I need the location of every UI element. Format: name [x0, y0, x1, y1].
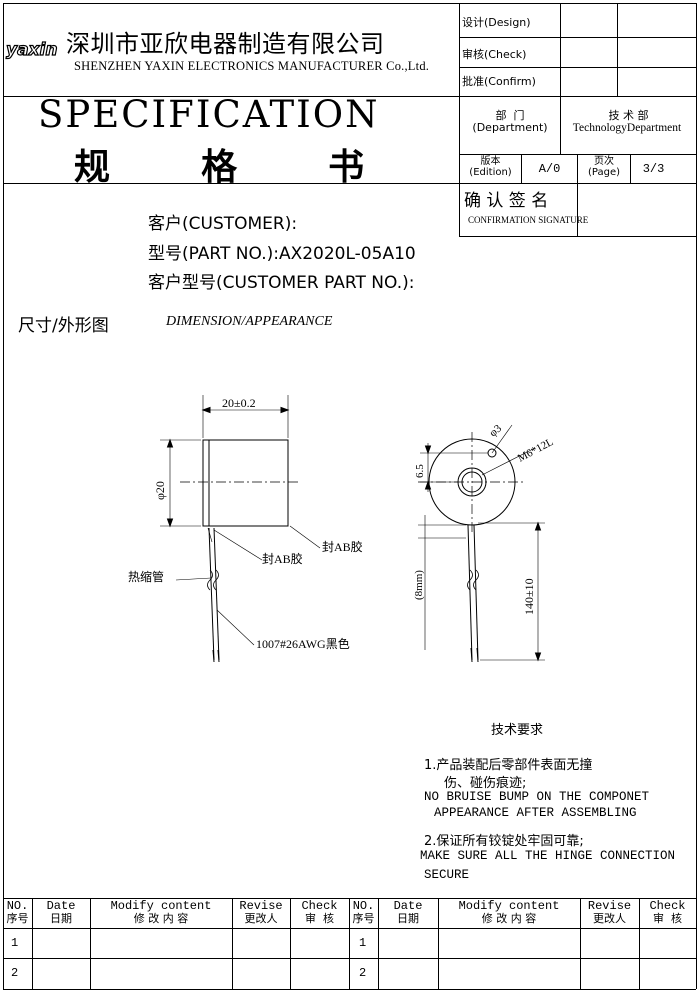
header-modify-2: Modify content 修 改 内 容: [458, 899, 560, 926]
spec-title-cn: 规 格 书: [74, 147, 387, 188]
confirmation-label-cn: 确 认 签 名: [464, 191, 549, 211]
customer-part-label: 客户型号(CUSTOMER PART NO.):: [148, 273, 415, 293]
page-label: 页次 (Page): [587, 156, 620, 178]
header-check: Check 审 核: [301, 899, 338, 926]
edition-label: 版本 (Edition): [469, 156, 512, 178]
company-name-en: SHENZHEN YAXIN ELECTRONICS MANUFACTURER …: [74, 59, 430, 73]
diameter-dimension: φ20: [153, 481, 167, 500]
section-title-cn: 尺寸/外形图: [18, 316, 109, 336]
header-date-2: Date 日期: [393, 899, 423, 926]
header-check-2: Check 审 核: [649, 899, 686, 926]
page-value: 3/3: [642, 162, 665, 176]
customer-label: 客户(CUSTOMER):: [148, 214, 298, 234]
requirement-1-en-b: APPEARANCE AFTER ASSEMBLING: [434, 806, 637, 820]
table-row-number: 1: [359, 936, 367, 950]
requirement-1-cn-b: 伤、碰伤痕迹;: [444, 776, 527, 791]
requirements-title: 技术要求: [491, 723, 544, 738]
header-revise: Revise 更改人: [239, 899, 283, 926]
requirement-2-cn: 2.保证所有铰锭处牢固可靠;: [424, 834, 584, 849]
table-row-number: 1: [11, 936, 19, 950]
confirmation-label-en: CONFIRMATION SIGNATURE: [468, 215, 589, 225]
department-label: 部 门 (Department): [472, 109, 548, 135]
confirm-label: 批准(Confirm): [462, 75, 536, 88]
offset-dimension: 6.5: [414, 464, 426, 478]
spec-title: SPECIFICATION: [38, 93, 380, 136]
ab-glue-label-1: 封AB胶: [262, 551, 303, 566]
requirement-2-en-a: MAKE SURE ALL THE HINGE CONNECTION: [420, 849, 676, 863]
width-dimension: 20±0.2: [222, 396, 256, 410]
magnet-body-side: [202, 439, 289, 527]
hole-dimension: φ3: [487, 422, 504, 439]
requirement-1-en-a: NO BRUISE BUMP ON THE COMPONET: [424, 790, 650, 804]
section-title-en: DIMENSION/APPEARANCE: [166, 314, 333, 329]
edition-value: A/0: [538, 162, 561, 176]
table-row-number: 2: [11, 966, 19, 980]
length-dimension: 140±10: [522, 578, 536, 615]
table-row-number: 2: [359, 966, 367, 980]
thread-dimension: M6*12L: [516, 436, 556, 465]
shrink-tube-label: 热缩管: [128, 569, 164, 584]
department-value: 技 术 部 TechnologyDepartment: [572, 109, 682, 135]
header-no: NO. 序号: [6, 899, 29, 926]
requirement-2-en-b: SECURE: [424, 868, 470, 882]
header-no-2: NO. 序号: [352, 899, 375, 926]
company-logo: yaxin: [5, 39, 58, 60]
design-label: 设计(Design): [462, 16, 531, 29]
company-name-cn: 深圳市亚欣电器制造有限公司: [66, 30, 385, 58]
header-date: Date 日期: [46, 899, 76, 926]
part-number-label: 型号(PART NO.):AX2020L-05A10: [148, 244, 416, 264]
wire-spec-label: 1007#26AWG黑色: [256, 637, 350, 651]
requirement-1-cn-a: 1.产品装配后零部件表面无撞: [424, 758, 593, 773]
check-label: 审核(Check): [462, 48, 527, 61]
header-modify: Modify content 修 改 内 容: [110, 899, 212, 926]
ab-glue-label-2: 封AB胶: [322, 539, 363, 554]
strip-dimension: (8mm): [413, 570, 425, 600]
header-revise-2: Revise 更改人: [587, 899, 632, 926]
